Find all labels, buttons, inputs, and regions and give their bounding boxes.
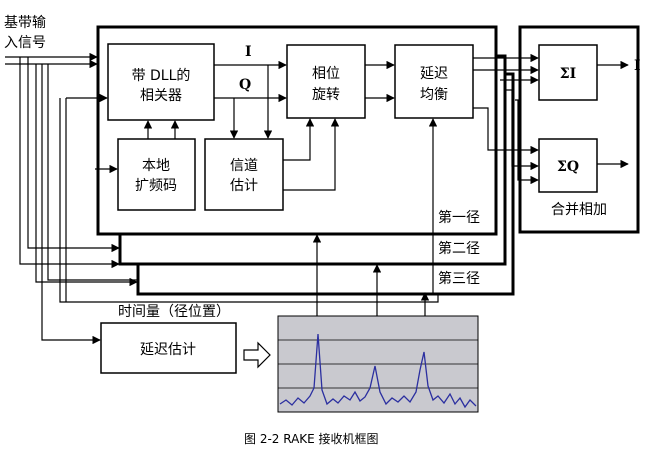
correlator-block [107, 43, 215, 121]
correlator-label-2: 相关器 [140, 88, 182, 104]
channel-to-rotate [283, 118, 340, 191]
timing-label: 时间量（径位置） [118, 304, 230, 320]
figure-caption: 图 2-2 RAKE 接收机框图 [244, 431, 379, 446]
sum-q-label: ΣQ [557, 159, 579, 175]
delay-equalize-label-2: 均衡 [420, 87, 448, 103]
rotate-to-equalize [365, 60, 395, 103]
combine-label: 合并相加 [551, 202, 607, 218]
correlator-outputs [143, 60, 287, 139]
equalize-to-combiner [473, 53, 629, 185]
delay-profile-plot [277, 315, 479, 413]
phase-rotate-label-1: 相位 [312, 66, 340, 82]
sum-q-block [538, 138, 598, 193]
path-label-2: 第二径 [438, 240, 480, 257]
channel-estimate-block [204, 138, 284, 211]
channel-est-label-1: 信道 [230, 158, 258, 174]
input-label-line1: 基带输 [4, 14, 46, 31]
output-i-label: I [634, 58, 641, 74]
channel-est-label-2: 估计 [230, 178, 258, 194]
signal-q-label: Q [239, 77, 251, 93]
local-spread-code-block [117, 138, 196, 211]
sum-i-label: ΣI [560, 66, 576, 82]
delay-equalize-label-1: 延迟 [420, 66, 448, 82]
correlator-label-1: 带 DLL的 [132, 68, 191, 84]
local-spread-label-1: 本地 [142, 158, 170, 174]
path-label-1: 第一径 [438, 209, 480, 226]
signal-i-label: I [245, 44, 252, 60]
phase-rotate-label-2: 旋转 [312, 87, 340, 103]
delay-estimate-label: 延迟估计 [140, 342, 196, 358]
delay-equalize-block [394, 44, 474, 119]
input-lines [5, 52, 439, 345]
input-label-line2: 入信号 [4, 35, 46, 51]
sum-i-block [538, 44, 598, 101]
local-spread-label-2: 扩频码 [135, 178, 177, 194]
delay-estimate-block [100, 322, 237, 374]
path-label-3: 第三径 [438, 270, 480, 287]
hollow-arrow-icon [243, 341, 271, 369]
phase-rotate-block [286, 44, 366, 119]
